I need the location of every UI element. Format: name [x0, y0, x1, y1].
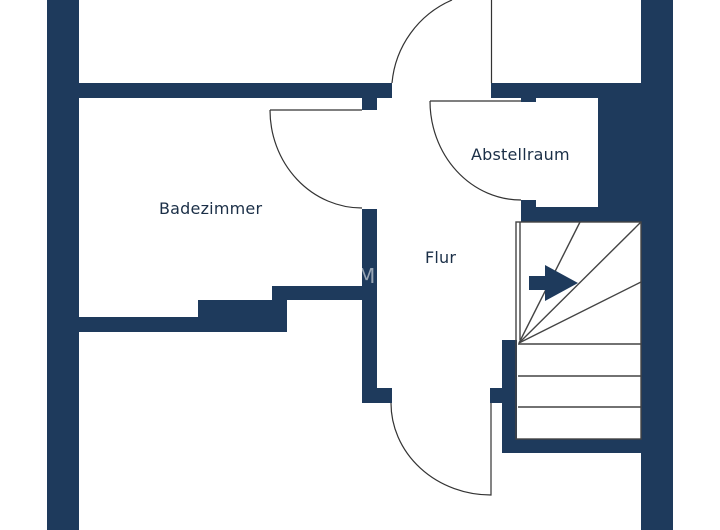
- wall-stair-bottom: [502, 439, 641, 453]
- wall-stair-left: [502, 340, 517, 453]
- wall-top-right: [491, 83, 641, 98]
- wall-stub-top: [362, 98, 377, 110]
- door-swing-bath: [269, 109, 363, 209]
- wall-bath-step-1: [198, 300, 273, 317]
- wall-bath-step-3: [272, 286, 377, 300]
- staircase: [515, 221, 642, 440]
- stair-direction-arrow-icon: [529, 265, 578, 301]
- room-label-badezimmer: Badezimmer: [159, 199, 263, 218]
- wall-outer-right: [641, 0, 673, 530]
- wall-bath-bottom: [79, 317, 286, 332]
- wall-stub-abstell-bottom: [521, 200, 536, 208]
- door-swing-abstell: [429, 100, 522, 201]
- wall-outer-left: [47, 0, 79, 530]
- watermark: M: [358, 264, 376, 288]
- wall-abstell-right: [598, 98, 641, 222]
- door-swing-flur-bottom: [390, 402, 492, 496]
- wall-stub-stair: [490, 388, 505, 403]
- wall-stub-bath-door: [362, 388, 392, 403]
- room-label-abstellraum: Abstellraum: [471, 145, 570, 164]
- room-label-flur: Flur: [425, 248, 457, 267]
- wall-top-left: [79, 83, 392, 98]
- wall-abstell-bottom: [521, 207, 641, 222]
- wall-bath-right: [362, 209, 377, 403]
- door-swing-top: [391, 0, 453, 84]
- wall-stub-abstell-top: [521, 98, 536, 102]
